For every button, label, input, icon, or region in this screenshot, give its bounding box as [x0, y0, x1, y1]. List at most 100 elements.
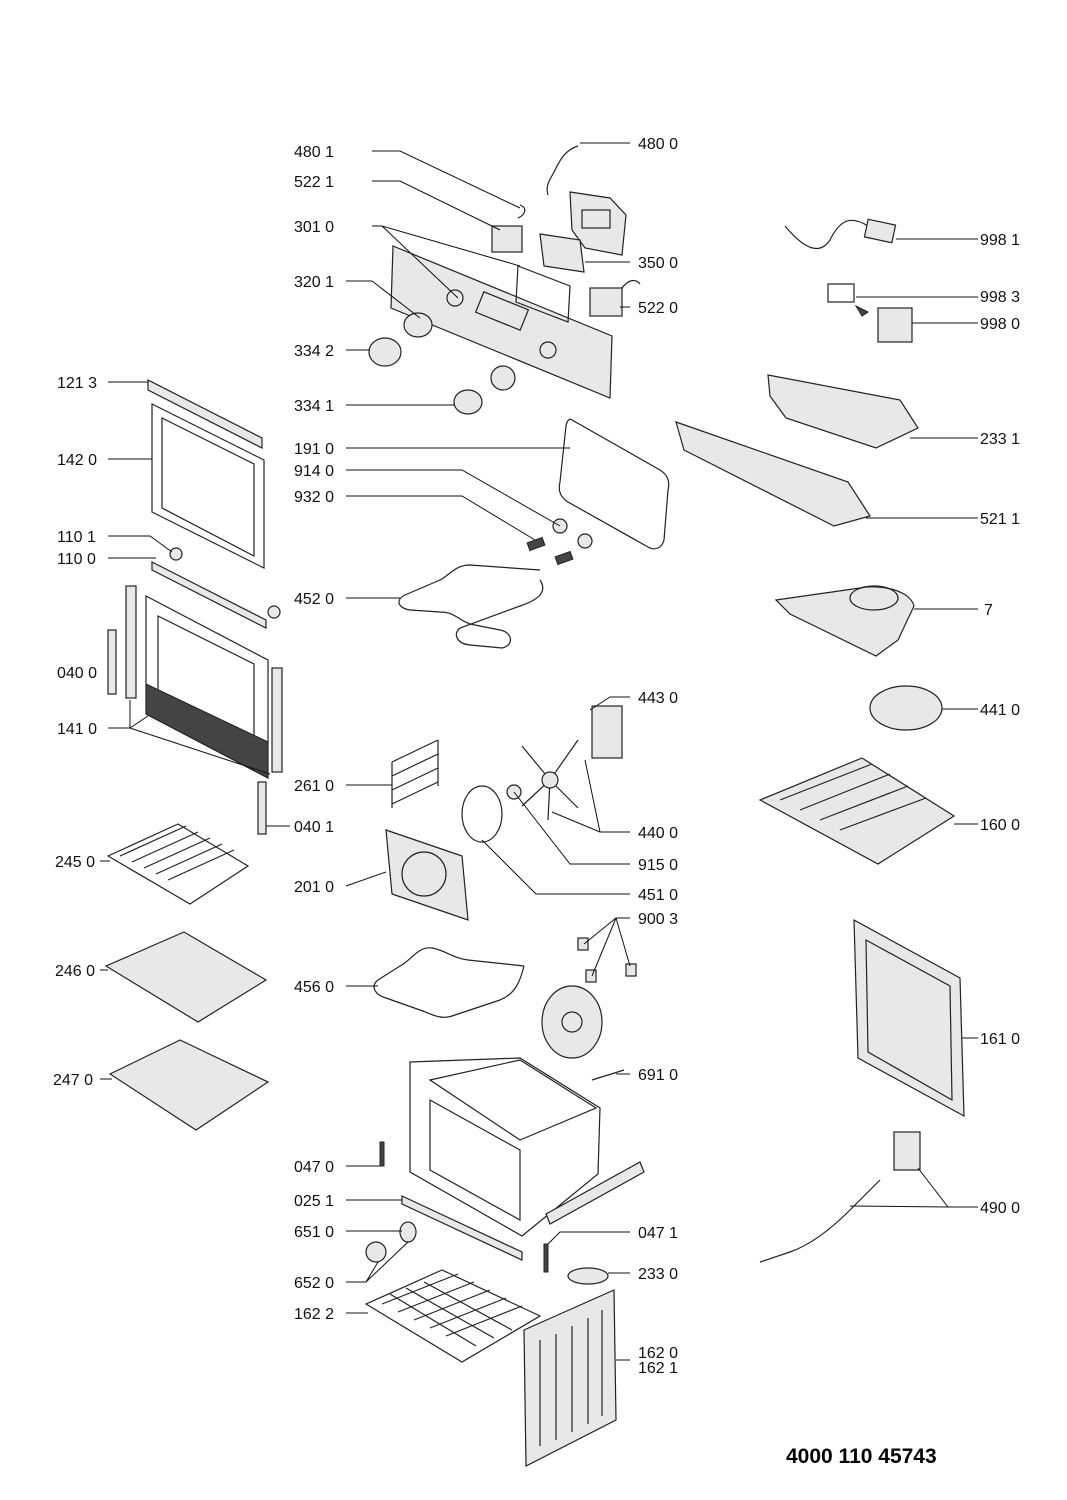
part-cable-4900 [759, 1179, 881, 1263]
label-0401: 040 1 [294, 819, 334, 836]
part-knob-3341a [490, 365, 516, 391]
label-4520: 452 0 [294, 591, 334, 608]
label-4801: 480 1 [294, 144, 334, 161]
label-1600: 160 0 [980, 817, 1020, 834]
part-panel-hole-2 [539, 341, 557, 359]
part-sensor-0470 [379, 1141, 385, 1167]
part-bracket-2330 [567, 1267, 609, 1285]
part-display-frame [515, 265, 571, 323]
part-clip-9003a [577, 937, 589, 951]
part-switch-5221 [491, 225, 523, 253]
part-fan-hub [541, 771, 559, 789]
part-clip-9003c [625, 963, 637, 977]
part-labels: 480 1 480 0 522 1 301 0 350 0 320 1 522 … [53, 136, 1020, 1377]
label-0471: 047 1 [638, 1225, 678, 1242]
label-1410: 141 0 [57, 721, 97, 738]
label-3341: 334 1 [294, 398, 334, 415]
label-0251: 025 1 [294, 1193, 334, 1210]
part-grid-1622 [364, 1269, 542, 1363]
part-display-3500 [539, 233, 585, 273]
label-0400: 040 0 [57, 665, 97, 682]
part-knob-3201 [403, 312, 433, 338]
part-door-band-1410 [145, 683, 269, 779]
part-plate-fan-hub [561, 1011, 583, 1033]
label-6510: 651 0 [294, 1224, 334, 1241]
part-glass-inner-1420 [161, 417, 255, 557]
part-tray-2460 [104, 931, 268, 1023]
part-shaft-6910 [591, 1069, 625, 1081]
part-sleeve-9320a [526, 536, 546, 552]
label-4900: 490 0 [980, 1200, 1020, 1217]
part-sensor-0471 [543, 1243, 549, 1273]
label-2610: 261 0 [294, 778, 334, 795]
label-9320: 932 0 [294, 489, 334, 506]
part-bracket-window [581, 209, 611, 229]
part-rack-2610 [391, 739, 439, 808]
label-5220: 522 0 [638, 300, 678, 317]
part-clip-9003b [585, 969, 597, 983]
part-hinge-0401 [257, 781, 267, 835]
label-4410: 441 0 [980, 702, 1020, 719]
label-3500: 350 0 [638, 255, 678, 272]
part-ring-4510 [461, 785, 503, 843]
part-knob-3342 [368, 337, 402, 367]
label-1100: 110 0 [57, 551, 96, 568]
label-1101: 110 1 [57, 529, 96, 546]
part-motor-4430 [591, 705, 623, 759]
part-liner-1620-ribs [539, 1310, 603, 1446]
part-switch-5220 [589, 287, 623, 317]
label-3010: 301 0 [294, 219, 334, 236]
label-1621: 162 1 [638, 1360, 678, 1377]
part-arrow-998 [854, 304, 869, 317]
part-plate-1600 [758, 757, 956, 865]
label-4560: 456 0 [294, 979, 334, 996]
part-back-2010 [385, 829, 469, 921]
part-side-1610 [853, 918, 965, 1118]
label-4510: 451 0 [638, 887, 678, 904]
part-bumper-1101 [169, 547, 183, 561]
part-fan-4400 [521, 739, 579, 821]
label-2450: 245 0 [55, 854, 95, 871]
label-9983: 998 3 [980, 289, 1020, 306]
part-wheel-4410 [869, 685, 943, 731]
part-shelf-2450 [106, 823, 250, 905]
part-gasket-1910 [558, 418, 670, 550]
label-3201: 320 1 [294, 274, 334, 291]
label-1420: 142 0 [57, 452, 97, 469]
part-panel-window [474, 291, 530, 331]
part-wire-4800 [546, 145, 579, 196]
label-9003: 900 3 [638, 911, 678, 928]
part-cavity-inner [429, 1098, 521, 1222]
part-panel-hole-1 [446, 289, 464, 307]
label-6910: 691 0 [638, 1067, 678, 1084]
part-side-1610-inner [865, 938, 953, 1102]
part-control-panel [390, 245, 613, 399]
label-2330: 233 0 [638, 1266, 678, 1283]
part-bumper-1101b [267, 605, 281, 619]
part-module-9980 [877, 307, 913, 343]
part-label-9983 [827, 283, 855, 303]
label-9140: 914 0 [294, 463, 334, 480]
label-1910: 191 0 [294, 441, 334, 458]
label-1622: 162 2 [294, 1306, 334, 1323]
label-2460: 246 0 [55, 963, 95, 980]
part-glass-1420 [151, 403, 265, 569]
part-nut-9141 [577, 533, 593, 549]
part-element-4560 [373, 947, 525, 1018]
label-7: 7 [984, 602, 993, 619]
part-drawings [104, 145, 965, 1467]
label-3342: 334 2 [294, 343, 334, 360]
part-plate-1600-ribs [779, 763, 927, 831]
part-cavity [409, 1057, 601, 1237]
part-wire-5220 [621, 279, 641, 289]
part-rail-left [125, 585, 137, 699]
part-cavity-top [428, 1059, 598, 1141]
label-6520: 652 0 [294, 1275, 334, 1292]
part-sleeve-9320b [554, 550, 574, 566]
part-bracket-2331 [767, 374, 919, 449]
part-bracket-top [569, 191, 627, 256]
label-4800: 480 0 [638, 136, 678, 153]
part-bar-1100 [151, 561, 267, 629]
label-2010: 201 0 [294, 879, 334, 896]
part-housing-7 [774, 586, 915, 657]
